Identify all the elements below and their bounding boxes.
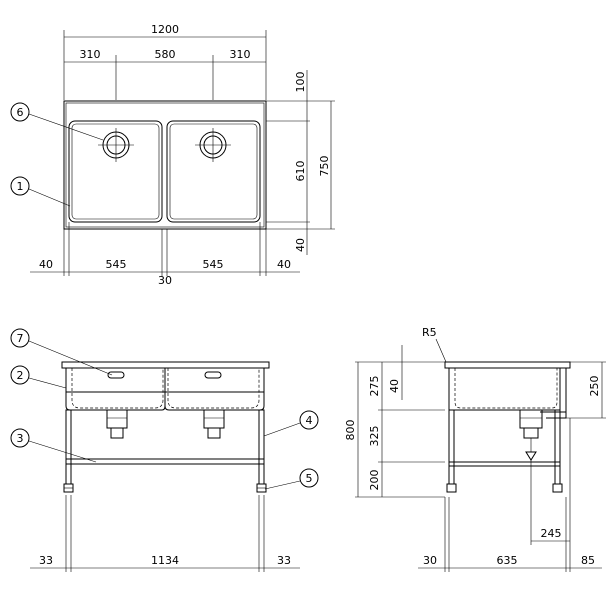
- front-right-drain-icon: [203, 409, 225, 439]
- dim-610: 610: [294, 161, 307, 182]
- dim-310-right: 310: [230, 48, 251, 61]
- front-view: 33 1134 33 7 2 3 4 5: [10, 328, 319, 572]
- dim-250: 250: [588, 376, 601, 397]
- side-front-leg: [448, 409, 455, 485]
- front-left-leg: [65, 409, 72, 485]
- side-top-rim: [444, 361, 571, 369]
- callout-5: [299, 468, 319, 488]
- dim-100: 100: [294, 72, 307, 93]
- dim-545-left: 545: [106, 258, 127, 271]
- callout-2-label: 2: [17, 369, 24, 382]
- top-inner-rim: [65, 102, 265, 228]
- side-bowl: [454, 368, 558, 409]
- side-shelf-bar: [448, 461, 561, 467]
- radius-r5: R5: [422, 326, 437, 339]
- front-left-bowl: [71, 368, 164, 409]
- front-right-leg: [258, 409, 265, 485]
- callout-5-label: 5: [306, 472, 313, 485]
- front-right-bowl: [167, 368, 260, 409]
- dim-1134: 1134: [151, 554, 179, 567]
- dim-310-left: 310: [80, 48, 101, 61]
- side-back-leg: [554, 409, 561, 485]
- right-drain-icon: [195, 128, 231, 162]
- top-view: 1200 310 580 310 100 610 750 40 40 545 5…: [10, 23, 335, 287]
- callout-6: [10, 102, 30, 122]
- dim-275: 275: [368, 376, 381, 397]
- dim-30: 30: [158, 274, 172, 287]
- right-bowl-inner: [169, 123, 258, 220]
- side-overflow-pipe: [559, 367, 567, 419]
- dim-40-left: 40: [39, 258, 53, 271]
- side-view: R5 800 275 40 325 200 250 245 30 635 85: [344, 326, 606, 572]
- dim-40-side: 40: [388, 379, 401, 393]
- callout-1: [10, 176, 30, 196]
- callout-3-label: 3: [17, 432, 24, 445]
- dim-40-right: 40: [294, 238, 307, 252]
- overflow-right-icon: [204, 371, 222, 379]
- left-drain-icon: [98, 128, 134, 162]
- side-drain-icon: [519, 409, 543, 461]
- dim-1200: 1200: [151, 23, 179, 36]
- dim-85: 85: [581, 554, 595, 567]
- dim-545-right: 545: [203, 258, 224, 271]
- front-shelf-bar: [65, 458, 265, 465]
- dim-635: 635: [497, 554, 518, 567]
- callout-2: [10, 365, 30, 385]
- dim-245: 245: [541, 527, 562, 540]
- dim-580: 580: [155, 48, 176, 61]
- front-left-drain-icon: [106, 409, 128, 439]
- dim-325: 325: [368, 426, 381, 447]
- left-bowl-inner: [71, 123, 160, 220]
- callout-4-label: 4: [306, 414, 313, 427]
- callout-7: [10, 328, 30, 348]
- left-bowl: [68, 120, 163, 223]
- dim-200: 200: [368, 470, 381, 491]
- dim-800: 800: [344, 420, 357, 441]
- callout-3: [10, 428, 30, 448]
- callout-4: [299, 410, 319, 430]
- callout-6-label: 6: [17, 106, 24, 119]
- dim-750: 750: [318, 156, 331, 177]
- callout-1-label: 1: [17, 180, 24, 193]
- side-body: [448, 368, 561, 411]
- overflow-left-icon: [107, 371, 125, 379]
- dim-30-side: 30: [423, 554, 437, 567]
- top-outer-rim: [63, 100, 267, 230]
- dim-33-left: 33: [39, 554, 53, 567]
- dim-40-bottom-right: 40: [277, 258, 291, 271]
- dim-33-right: 33: [277, 554, 291, 567]
- right-bowl: [166, 120, 261, 223]
- callout-7-label: 7: [17, 332, 24, 345]
